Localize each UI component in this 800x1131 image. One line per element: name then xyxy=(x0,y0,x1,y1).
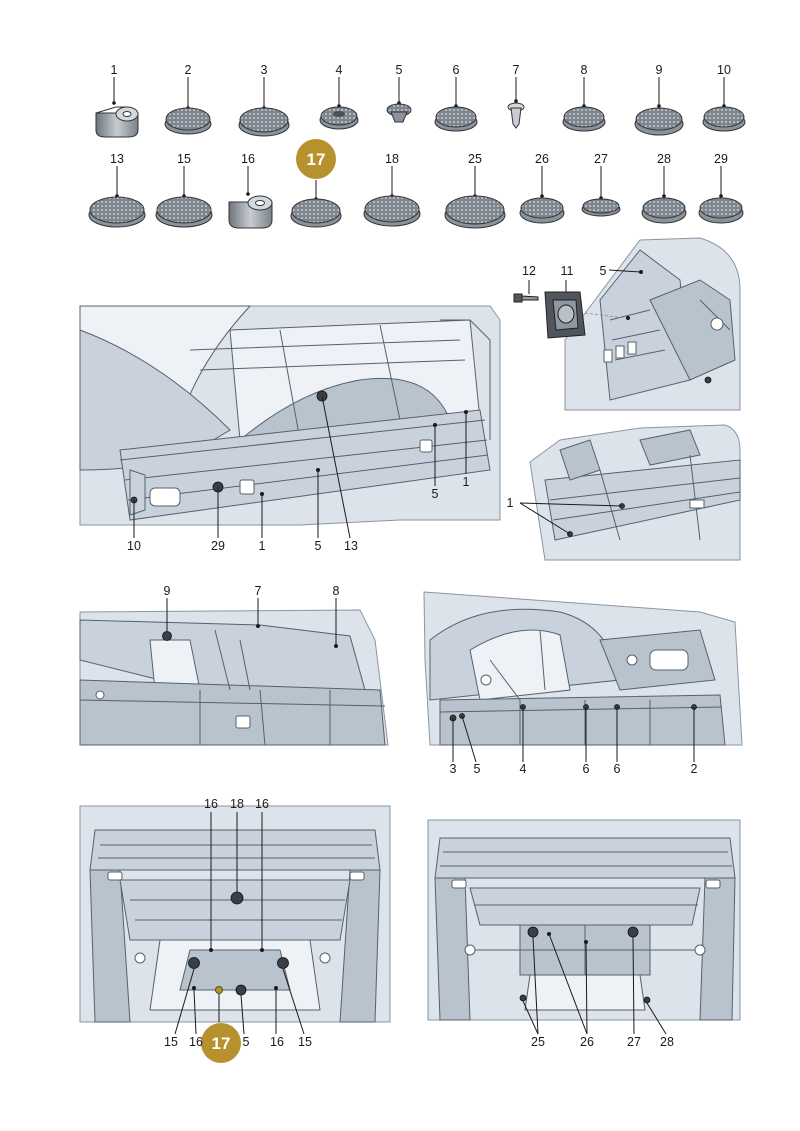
callout: 15 xyxy=(298,1035,312,1049)
view-rear-floor: 10 29 1 5 13 5 1 xyxy=(79,305,501,553)
label-part: 29 xyxy=(714,152,728,166)
part-2-grommet[interactable] xyxy=(164,77,212,135)
part-26-grommet[interactable] xyxy=(519,166,565,224)
highlighted-location xyxy=(215,986,223,994)
parts-row-2: 13 15 16 17 18 25 26 27 28 29 xyxy=(88,139,744,229)
view-side-rail-detail: 1 xyxy=(507,424,741,561)
callout: 18 xyxy=(230,797,244,811)
callout: 15 xyxy=(164,1035,178,1049)
label-part: 7 xyxy=(513,63,520,77)
part-16-tape-roll[interactable] xyxy=(228,166,273,229)
part-6-grommet[interactable] xyxy=(434,77,478,132)
callout: 5 xyxy=(315,539,322,553)
part-10-grommet[interactable] xyxy=(702,77,746,132)
label-part: 5 xyxy=(396,63,403,77)
callout: 3 xyxy=(450,762,457,776)
callout: 6 xyxy=(583,762,590,776)
callout-highlighted: 17 xyxy=(212,1034,231,1053)
part-25-grommet[interactable] xyxy=(444,166,506,229)
label-part: 16 xyxy=(241,152,255,166)
callout: 4 xyxy=(520,762,527,776)
callout: 13 xyxy=(344,539,358,553)
highlight-badge xyxy=(201,1023,241,1063)
view-rear-panel-left: 9 7 8 xyxy=(79,584,389,746)
label-part: 2 xyxy=(185,63,192,77)
view-bracket-detail: 12 11 5 xyxy=(513,237,741,411)
callout: 7 xyxy=(255,584,262,598)
part-28-grommet[interactable] xyxy=(641,166,687,224)
label-part: 3 xyxy=(261,63,268,77)
label-part: 1 xyxy=(111,63,118,77)
callout: 1 xyxy=(507,496,514,510)
callout: 26 xyxy=(580,1035,594,1049)
label-part: 25 xyxy=(468,152,482,166)
highlight-badge xyxy=(296,139,336,179)
part-3-grommet[interactable] xyxy=(238,77,290,137)
label-part: 6 xyxy=(453,63,460,77)
label-part: 9 xyxy=(656,63,663,77)
callout: 1 xyxy=(463,475,470,489)
callout: 10 xyxy=(127,539,141,553)
part-29-grommet[interactable] xyxy=(698,166,744,224)
callout: 5 xyxy=(432,487,439,501)
callout: 8 xyxy=(333,584,340,598)
label-part: 28 xyxy=(657,152,671,166)
label-part: 27 xyxy=(594,152,608,166)
callout: 5 xyxy=(600,264,607,278)
callout: 16 xyxy=(189,1035,203,1049)
part-5-clip[interactable] xyxy=(386,77,412,123)
part-13-grommet[interactable] xyxy=(88,166,146,228)
callout: 16 xyxy=(204,797,218,811)
view-underbody-right: 25 26 27 28 xyxy=(427,819,741,1049)
label-part: 10 xyxy=(717,63,731,77)
label-part: 15 xyxy=(177,152,191,166)
callout: 1 xyxy=(259,539,266,553)
callout: 2 xyxy=(691,762,698,776)
callout: 6 xyxy=(614,762,621,776)
part-15-grommet[interactable] xyxy=(155,166,213,228)
callout: 5 xyxy=(474,762,481,776)
part-27-grommet[interactable] xyxy=(581,166,621,217)
parts-row-1: 1 2 3 4 5 6 7 8 9 10 xyxy=(95,63,746,138)
label-part-highlighted: 17 xyxy=(307,150,326,169)
part-8-grommet[interactable] xyxy=(562,77,606,132)
label-part: 18 xyxy=(385,152,399,166)
part-17-grommet[interactable] xyxy=(290,139,342,228)
callout: 27 xyxy=(627,1035,641,1049)
part-4-grommet[interactable] xyxy=(319,77,359,130)
callout: 11 xyxy=(561,264,574,278)
callout: 16 xyxy=(270,1035,284,1049)
label-part: 8 xyxy=(581,63,588,77)
part-9-grommet[interactable] xyxy=(634,77,684,136)
view-rear-panel-right: 3 5 4 6 6 2 xyxy=(423,591,743,776)
callout: 29 xyxy=(211,539,225,553)
label-part: 4 xyxy=(336,63,343,77)
callout: 5 xyxy=(243,1035,250,1049)
label-part: 13 xyxy=(110,152,124,166)
callout: 12 xyxy=(522,264,536,278)
callout: 9 xyxy=(164,584,171,598)
part-7-expansion-clip[interactable] xyxy=(507,77,525,129)
callout: 16 xyxy=(255,797,269,811)
label-part: 26 xyxy=(535,152,549,166)
view-underbody-left: 16 18 16 15 16 17 5 16 15 xyxy=(79,797,391,1063)
callout: 28 xyxy=(660,1035,674,1049)
part-18-grommet[interactable] xyxy=(363,166,421,227)
callout: 25 xyxy=(531,1035,545,1049)
part-1-tape-roll[interactable] xyxy=(95,77,139,138)
